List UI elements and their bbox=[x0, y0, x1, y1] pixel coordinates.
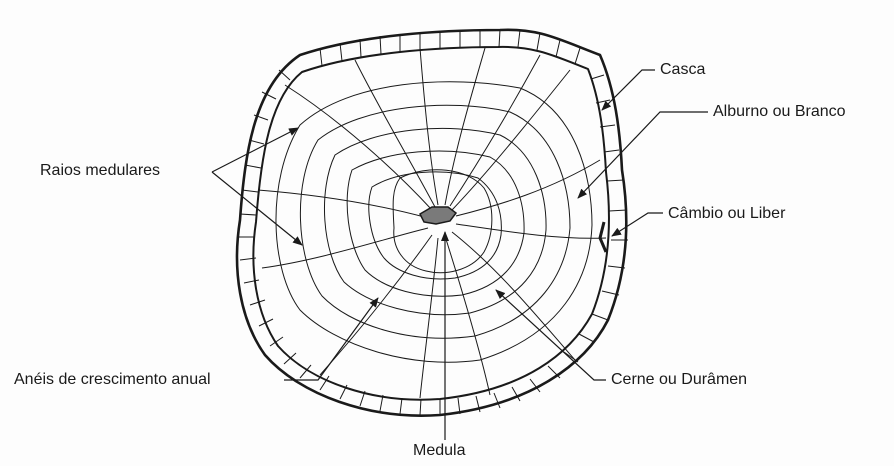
ray bbox=[258, 190, 428, 218]
ray bbox=[452, 70, 570, 210]
ray bbox=[450, 55, 540, 206]
cambium-mark bbox=[600, 222, 606, 252]
arrow-casca bbox=[602, 70, 655, 110]
ray bbox=[420, 238, 438, 398]
ray bbox=[285, 85, 432, 210]
ray bbox=[262, 228, 428, 268]
ray bbox=[456, 160, 600, 216]
pith-shape bbox=[420, 207, 456, 224]
label-aneis-crescimento: Anéis de crescimento anual bbox=[14, 371, 211, 389]
label-medula: Medula bbox=[413, 442, 465, 460]
arrow-alburno bbox=[578, 112, 708, 198]
label-raios-medulares: Raios medulares bbox=[40, 162, 160, 180]
arrow-aneis bbox=[284, 298, 378, 380]
arrow-cerne bbox=[496, 290, 606, 380]
arrow-raios-lower bbox=[212, 172, 302, 245]
label-cerne: Cerne ou Durâmen bbox=[611, 371, 747, 389]
ray bbox=[452, 232, 575, 360]
ray bbox=[445, 48, 485, 205]
ray bbox=[420, 48, 438, 205]
label-alburno: Alburno ou Branco bbox=[713, 103, 846, 121]
label-cambio: Câmbio ou Liber bbox=[668, 205, 785, 223]
label-casca: Casca bbox=[660, 61, 705, 79]
arrow-raios-upper bbox=[212, 128, 298, 172]
ray bbox=[456, 224, 606, 238]
arrow-cambio bbox=[612, 213, 663, 236]
